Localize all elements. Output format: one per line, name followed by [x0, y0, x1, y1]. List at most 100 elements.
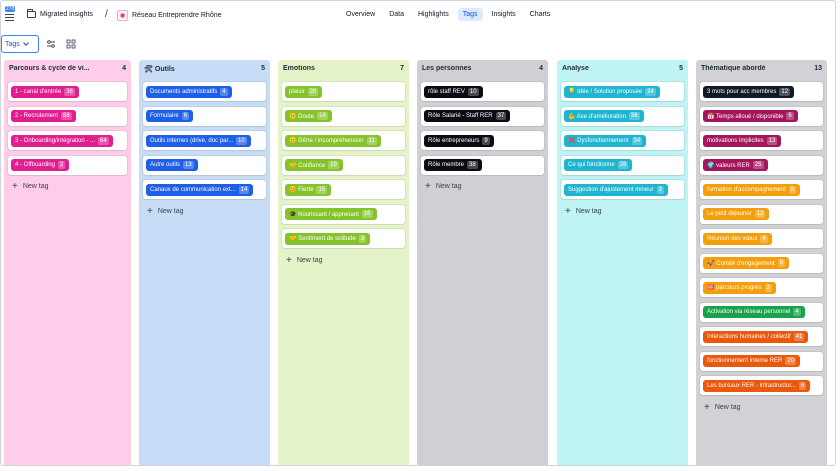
tag-count: 38	[467, 161, 478, 169]
breadcrumb-project[interactable]: ✺ Réseau Entreprendre Rhône	[117, 10, 222, 21]
tag-card[interactable]: Canaux de communication ext...14	[143, 180, 266, 199]
tag-chip: Canaux de communication ext...14	[146, 183, 254, 196]
tag-label: 🎓 Nourissant / apprenant	[289, 211, 359, 218]
tag-column: Parcours & cycle de vi...4 1 - canal d'en…	[4, 60, 131, 465]
tag-count: 6	[799, 381, 807, 390]
tag-label: Activation via réseau personnel	[707, 309, 791, 315]
tag-count: 34	[631, 136, 643, 145]
column-title: Analyse	[562, 65, 589, 72]
tag-count: 28	[617, 161, 629, 169]
tab-overview[interactable]: Overview	[346, 11, 376, 18]
tag-label: 3 - Onboarding/intégration - ...	[15, 137, 96, 144]
tag-label: 🎯 parcours progrès	[707, 285, 762, 291]
new-tag-label: New tag	[575, 207, 602, 215]
tab-highlights[interactable]: Highlights	[417, 11, 449, 18]
plus-icon: +	[565, 205, 571, 217]
new-tag-label: New tag	[296, 256, 323, 264]
new-tag-button[interactable]: + New tag	[565, 205, 602, 217]
tag-card[interactable]: Les bureaux RER - infrastructur...6	[700, 376, 823, 395]
tag-label: 🌍 valeurs RER	[707, 162, 750, 169]
project-logo-icon: ✺	[117, 10, 128, 21]
tag-chip: Outils internes (drive, doc par...10	[146, 134, 251, 147]
breadcrumb-folder[interactable]: Migrated insights	[27, 9, 93, 18]
tab-charts[interactable]: Charts	[529, 11, 551, 18]
tag-count: 20	[785, 357, 797, 365]
tag-count: 2	[57, 161, 66, 169]
sort-icon[interactable]	[46, 39, 56, 49]
tag-label: plaisir	[289, 88, 305, 95]
tag-count: 3	[358, 234, 367, 243]
tag-count: 10	[236, 136, 247, 145]
tab-insights[interactable]: Insights	[491, 11, 516, 18]
new-tag-button[interactable]: +New tag	[425, 182, 462, 192]
tag-count: 37	[495, 112, 507, 120]
column-title: Emotions	[283, 65, 315, 72]
tag-label: 2 - Recrutement	[15, 113, 59, 119]
tag-card[interactable]: 3 - Onboarding/intégration - ...64	[8, 131, 127, 150]
new-tag-button[interactable]: +New tag	[704, 402, 741, 412]
tag-label: 4 - Offboarding	[15, 162, 55, 168]
tag-card[interactable]: Outils internes (drive, doc par...10	[143, 131, 266, 150]
new-tag-button[interactable]: +New tag	[286, 255, 323, 265]
tag-count: 11	[366, 136, 377, 145]
menu-icon[interactable]: 278	[5, 6, 17, 21]
column-title: Parcours & cycle de vi...	[9, 65, 90, 72]
grid-icon[interactable]	[66, 39, 76, 49]
tab-tags[interactable]: Tags	[457, 8, 483, 21]
tab-data[interactable]: Data	[389, 11, 404, 18]
column-header: Parcours & cycle de vi...4	[9, 65, 126, 72]
new-tag-label: New tag	[22, 183, 49, 190]
tag-count: 15	[316, 185, 328, 194]
tag-label: Outils internes (drive, doc par...	[150, 137, 234, 144]
tag-label: 3 mots pour acc membres	[707, 88, 777, 95]
new-tag-button[interactable]: +New tag	[147, 206, 184, 216]
new-tag-button[interactable]: +New tag	[12, 182, 49, 192]
main-nav: Overview Data Highlights Tags Insights Charts	[341, 8, 555, 21]
view-select[interactable]: Tags	[1, 35, 39, 53]
tag-label: Formulaire	[150, 113, 179, 119]
breadcrumb-folder-label: Migrated insights	[40, 11, 93, 18]
